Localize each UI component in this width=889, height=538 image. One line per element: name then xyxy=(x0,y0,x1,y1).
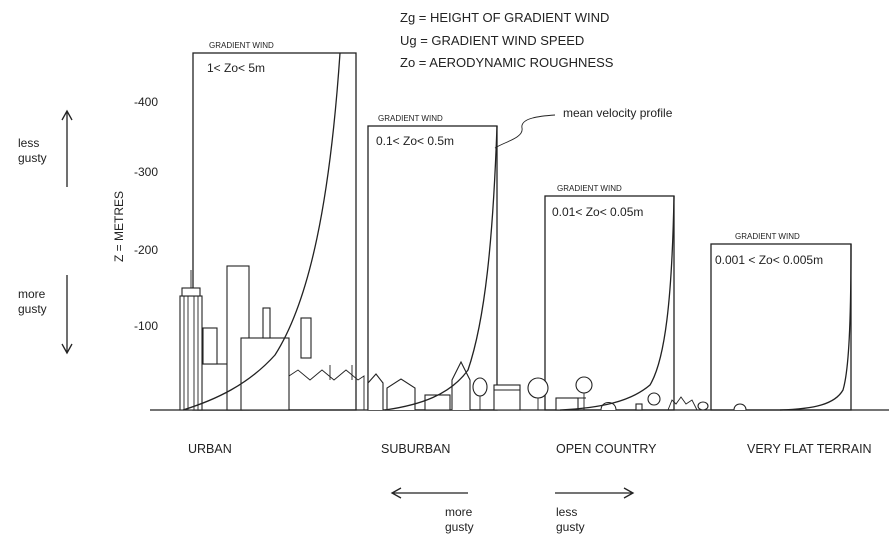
left-less-gusty-line2: gusty xyxy=(18,151,47,165)
y-tick-100: -100 xyxy=(134,319,158,333)
flat-terrain-gradient-box xyxy=(710,243,852,411)
open-country-velocity-profile xyxy=(559,195,675,411)
bottom-more-gusty-line1: more xyxy=(445,505,473,519)
urban-buildings xyxy=(179,265,365,411)
flat-terrain-bush xyxy=(733,403,747,411)
suburban-gradient-label: GRADIENT WIND xyxy=(378,114,443,123)
y-tick-200: -200 xyxy=(134,243,158,257)
left-more-gusty-line1: more xyxy=(18,287,46,301)
terrain-label-very-flat: VERY FLAT TERRAIN xyxy=(747,442,872,456)
open-country-roughness: 0.01< Zo< 0.05m xyxy=(552,205,643,219)
suburban-roughness: 0.1< Zo< 0.5m xyxy=(376,134,454,148)
bottom-gust-indicator: more gusty less gusty xyxy=(390,487,635,534)
left-gust-indicator: less gusty more gusty xyxy=(18,109,73,355)
flat-terrain-roughness: 0.001 < Zo< 0.005m xyxy=(715,253,823,267)
y-axis-ticks: -400 -300 -200 -100 xyxy=(134,95,158,333)
terrain-label-open-country: OPEN COUNTRY xyxy=(556,442,657,456)
profile-annotation-pointer xyxy=(494,114,556,149)
left-more-gusty-line2: gusty xyxy=(18,302,47,316)
panel-very-flat-terrain: GRADIENT WIND 0.001 < Zo< 0.005m xyxy=(710,232,852,411)
legend-zg: Zg = HEIGHT OF GRADIENT WIND xyxy=(400,10,609,25)
legend-ug: Ug = GRADIENT WIND SPEED xyxy=(400,33,584,48)
terrain-label-urban: URBAN xyxy=(188,442,232,456)
y-tick-300: -300 xyxy=(134,165,158,179)
terrain-labels: URBAN SUBURBAN OPEN COUNTRY VERY FLAT TE… xyxy=(188,442,872,456)
flat-terrain-gradient-label: GRADIENT WIND xyxy=(735,232,800,241)
suburban-velocity-profile xyxy=(384,125,498,411)
bottom-less-gusty-line1: less xyxy=(556,505,577,519)
open-country-features xyxy=(527,376,709,411)
profile-annotation: mean velocity profile xyxy=(563,106,673,120)
y-axis-label: Z = METRES xyxy=(112,191,126,262)
suburban-gradient-box xyxy=(367,125,498,411)
urban-gradient-label: GRADIENT WIND xyxy=(209,41,274,50)
open-country-gradient-label: GRADIENT WIND xyxy=(557,184,622,193)
panel-open-country: GRADIENT WIND 0.01< Zo< 0.05m xyxy=(527,184,709,411)
urban-velocity-profile xyxy=(182,52,341,411)
y-tick-400: -400 xyxy=(134,95,158,109)
open-country-gradient-box xyxy=(544,195,675,411)
bottom-less-gusty-line2: gusty xyxy=(556,520,585,534)
panel-urban: GRADIENT WIND 1< Zo< 5m xyxy=(179,41,365,411)
bottom-more-gusty-line2: gusty xyxy=(445,520,474,534)
urban-roughness: 1< Zo< 5m xyxy=(207,61,265,75)
left-less-gusty-line1: less xyxy=(18,136,39,150)
legend-zo: Zo = AERODYNAMIC ROUGHNESS xyxy=(400,55,614,70)
flat-terrain-velocity-profile xyxy=(779,243,852,411)
terrain-label-suburban: SUBURBAN xyxy=(381,442,450,456)
panel-suburban: GRADIENT WIND 0.1< Zo< 0.5m mean velocit… xyxy=(367,106,673,411)
